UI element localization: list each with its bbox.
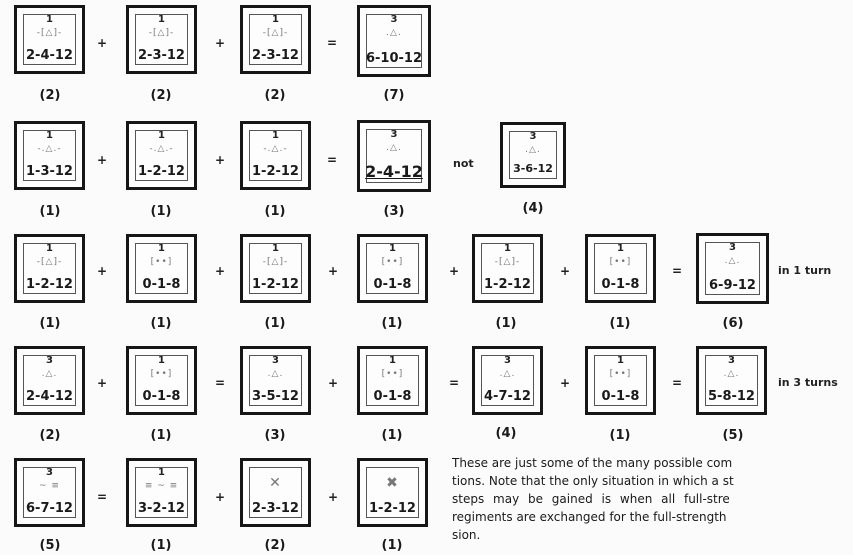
unit-type-icon: .△. bbox=[499, 369, 516, 379]
unit-type-icon: -.△.- bbox=[149, 144, 174, 154]
equals-sign: = bbox=[214, 376, 226, 390]
unit-type-icon: .△. bbox=[41, 369, 58, 379]
unit-counter: 1 -[△]- 1-2-12 bbox=[14, 234, 85, 303]
plus-sign: + bbox=[214, 490, 226, 504]
unit-type-icon: .△. bbox=[724, 256, 741, 266]
paragraph-line: tions. Note that the only situation in w… bbox=[452, 474, 734, 488]
unit-type-icon: .△. bbox=[723, 369, 740, 379]
unit-type-icon: [••] bbox=[150, 369, 173, 379]
paragraph-line: sion. bbox=[452, 528, 481, 542]
unit-counter: 1 -[△]- 1-2-12 bbox=[472, 234, 543, 303]
counter-caption: (2) bbox=[150, 88, 172, 103]
unit-counter: 3 .△. 2-4-12 bbox=[14, 346, 85, 415]
unit-type-icon: [••] bbox=[609, 369, 632, 379]
counter-caption: (2) bbox=[264, 88, 286, 103]
plus-sign: + bbox=[214, 36, 226, 50]
unit-type-icon: ✕ bbox=[269, 475, 282, 491]
explanation-paragraph: These are just some of the many possible… bbox=[452, 454, 853, 544]
unit-type-icon: -.△.- bbox=[37, 144, 62, 154]
row-note: not bbox=[453, 157, 474, 170]
equals-sign: = bbox=[671, 376, 683, 390]
unit-counter: 3 .△. 4-7-12 bbox=[472, 346, 543, 415]
unit-type-icon: [••] bbox=[609, 257, 632, 267]
plus-sign: + bbox=[327, 376, 339, 390]
paragraph-line: steps may be gained is when all full-str… bbox=[452, 492, 730, 506]
plus-sign: + bbox=[96, 376, 108, 390]
unit-counter: 3 .△. 3-6-12 bbox=[500, 122, 566, 188]
unit-type-icon: -[△]- bbox=[36, 28, 63, 38]
plus-sign: + bbox=[559, 264, 571, 278]
unit-counter: 1 -[△]- 1-2-12 bbox=[240, 234, 311, 303]
plus-sign: + bbox=[559, 376, 571, 390]
unit-type-icon: .△. bbox=[267, 369, 284, 379]
plus-sign: + bbox=[214, 153, 226, 167]
plus-sign: + bbox=[327, 490, 339, 504]
counter-strength: 2-4-12 bbox=[26, 48, 73, 63]
unit-type-icon: .△. bbox=[386, 28, 402, 38]
unit-type-icon: -[△]- bbox=[262, 257, 289, 267]
unit-type-icon: ✖ bbox=[386, 475, 399, 491]
unit-counter: 1 -.△.- 1-3-12 bbox=[14, 121, 85, 190]
equals-sign: = bbox=[96, 490, 108, 504]
row-note: in 3 turns bbox=[778, 376, 838, 389]
paragraph-line: regiments are exchanged for the full-str… bbox=[452, 510, 727, 524]
counter-caption: (7) bbox=[383, 88, 405, 103]
unit-type-icon: -[△]- bbox=[494, 257, 521, 267]
unit-counter: 1 [••] 0-1-8 bbox=[126, 346, 197, 415]
unit-counter: 1 [••] 0-1-8 bbox=[357, 346, 428, 415]
unit-counter: 3 ~ ≡ 6-7-12 bbox=[14, 458, 85, 527]
unit-counter: 1 -[△]- 2-4-12 bbox=[14, 5, 85, 74]
equals-sign: = bbox=[448, 376, 460, 390]
unit-counter: ✕ 2-3-12 bbox=[240, 458, 311, 527]
unit-counter: ✖ 1-2-12 bbox=[357, 458, 428, 527]
unit-counter: 3 .△. 6-10-12 bbox=[357, 5, 431, 77]
plus-sign: + bbox=[327, 264, 339, 278]
unit-type-icon: .△. bbox=[525, 145, 541, 155]
plus-sign: + bbox=[448, 264, 460, 278]
plus-sign: + bbox=[96, 264, 108, 278]
equals-sign: = bbox=[326, 153, 338, 167]
unit-counter: 1 [••] 0-1-8 bbox=[585, 234, 656, 303]
unit-counter: 1 -[△]- 2-3-12 bbox=[126, 5, 197, 74]
unit-type-icon: [••] bbox=[150, 257, 173, 267]
unit-type-icon: -[△]- bbox=[262, 28, 289, 38]
unit-type-icon: ~ ≡ bbox=[39, 481, 60, 491]
unit-counter: 1 [••] 0-1-8 bbox=[357, 234, 428, 303]
plus-sign: + bbox=[96, 153, 108, 167]
unit-counter: 1 ≡ ~ ≡ 3-2-12 bbox=[126, 458, 197, 527]
equals-sign: = bbox=[326, 36, 338, 50]
row-note: in 1 turn bbox=[778, 264, 832, 277]
counter-caption: (2) bbox=[39, 88, 61, 103]
unit-type-icon: .△. bbox=[386, 143, 402, 153]
unit-type-icon: [••] bbox=[381, 369, 404, 379]
unit-counter: 1 [••] 0-1-8 bbox=[126, 234, 197, 303]
plus-sign: + bbox=[96, 36, 108, 50]
unit-counter: 3 .△. 6-9-12 bbox=[696, 233, 769, 304]
unit-counter: 1 [••] 0-1-8 bbox=[585, 346, 656, 415]
equals-sign: = bbox=[671, 264, 683, 278]
unit-counter: 1 -[△]- 2-3-12 bbox=[240, 5, 311, 74]
unit-counter: 3 .△. 2-4-12 bbox=[357, 120, 431, 192]
unit-counter: 3 .△. 3-5-12 bbox=[240, 346, 311, 415]
unit-type-icon: -[△]- bbox=[36, 257, 63, 267]
unit-type-icon: ≡ ~ ≡ bbox=[144, 481, 179, 491]
plus-sign: + bbox=[214, 264, 226, 278]
unit-type-icon: [••] bbox=[381, 257, 404, 267]
unit-type-icon: -[△]- bbox=[148, 28, 175, 38]
unit-counter: 3 .△. 5-8-12 bbox=[696, 346, 767, 415]
paragraph-line: These are just some of the many possible… bbox=[452, 456, 733, 470]
unit-counter: 1 -.△.- 1-2-12 bbox=[126, 121, 197, 190]
unit-type-icon: -.△.- bbox=[263, 144, 288, 154]
unit-counter: 1 -.△.- 1-2-12 bbox=[240, 121, 311, 190]
counter-size: 1 bbox=[46, 14, 53, 25]
